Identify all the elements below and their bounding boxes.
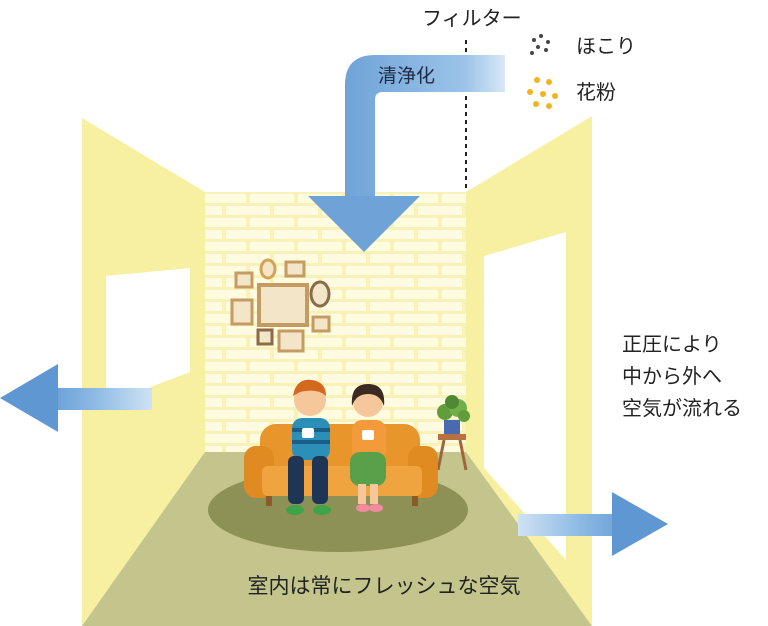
pressure-note-line: 正圧により [622,332,722,356]
sofa [244,424,438,506]
woman-figure [350,384,386,512]
potted-plant-icon [436,395,470,471]
picture-frame-icon [257,283,309,327]
purify-label: 清浄化 [378,65,436,87]
pressure-note: 正圧により 中から外へ 空気が流れる [622,328,742,424]
man-figure [286,379,331,515]
outflow-arrow-left [0,364,152,432]
left-window [106,268,190,404]
dust-particles-icon [530,34,550,55]
pressure-note-line: 空気が流れる [622,396,742,420]
pollen-label: 花粉 [576,80,616,104]
dust-label: ほこり [576,34,636,58]
airflow-arrow-icon [308,55,505,252]
pollen-particles-icon [527,77,558,109]
filter-label: フィルター [422,6,522,30]
pressure-note-line: 中から外へ [622,364,722,388]
room-caption: 室内は常にフレッシュな空気 [247,574,521,598]
picture-frames [230,258,331,353]
right-door-opening [484,232,566,560]
outflow-arrow-right [518,492,668,556]
